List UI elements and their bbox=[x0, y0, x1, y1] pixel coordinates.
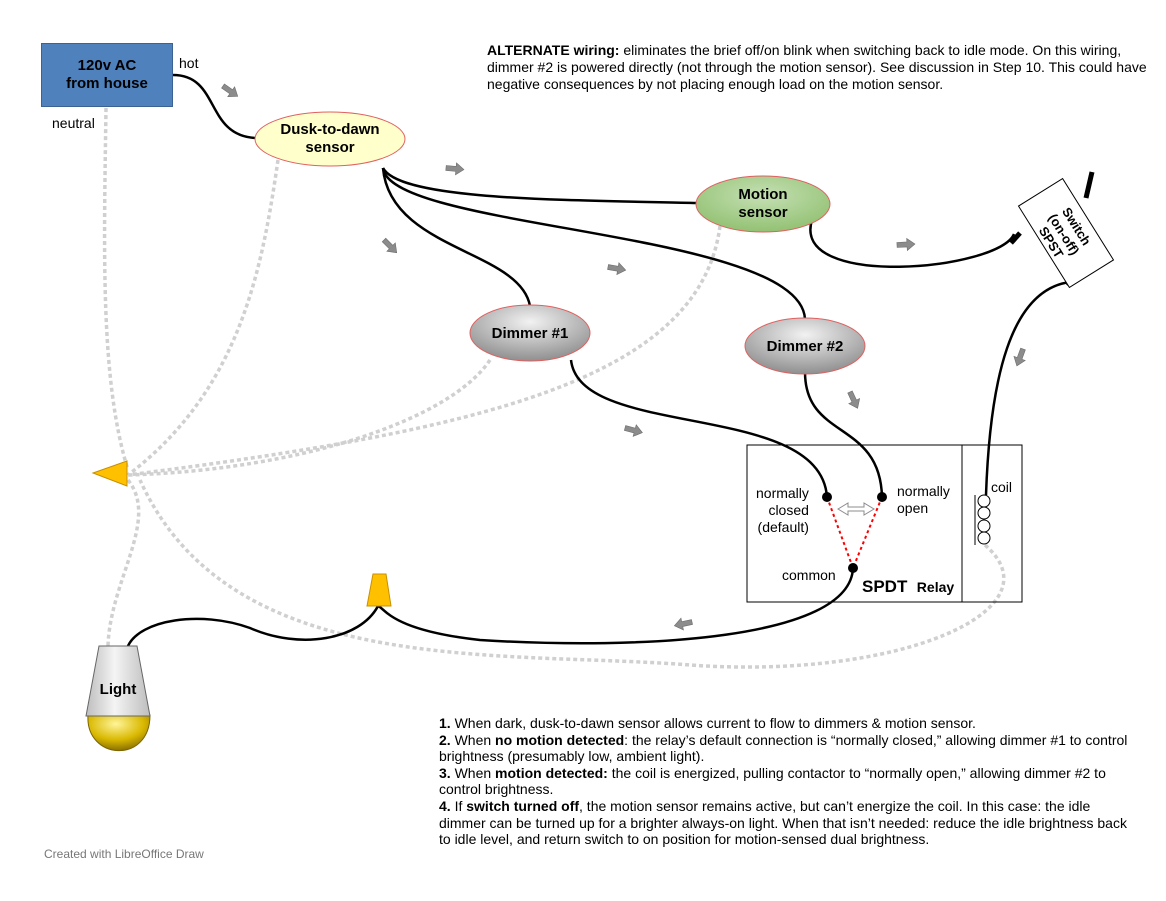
terminal-common bbox=[848, 563, 858, 573]
wire-house-to-dusk bbox=[172, 73, 256, 140]
neutral-wire-dusk bbox=[126, 159, 280, 477]
terminal-normally-open bbox=[877, 492, 887, 502]
flow-arrow bbox=[445, 161, 465, 176]
dusk-sensor-label-line2: sensor bbox=[305, 139, 354, 156]
step-number: 2. bbox=[439, 731, 451, 748]
neutral-wires bbox=[102, 107, 1006, 669]
terminal-normally-closed bbox=[822, 492, 832, 502]
no-label-line1: normally bbox=[897, 483, 950, 499]
normally-open-label: normally open bbox=[897, 483, 950, 517]
source-label-line2: from house bbox=[66, 75, 148, 92]
house-power-source: 120v AC from house bbox=[41, 43, 173, 107]
step-number: 1. bbox=[439, 715, 451, 731]
motion-sensor-label-line2: sensor bbox=[738, 204, 787, 221]
step-text: If bbox=[450, 797, 467, 814]
light-shade bbox=[85, 645, 151, 717]
neutral-wire-house bbox=[102, 107, 130, 471]
light-bulb-icon bbox=[87, 714, 151, 752]
step-number: 4. bbox=[439, 797, 451, 814]
alternate-wiring-note: ALTERNATE wiring: eliminates the brief o… bbox=[487, 42, 1147, 93]
dimmer-1-label: Dimmer #1 bbox=[492, 325, 569, 342]
relay-label: SPDT Relay bbox=[862, 577, 954, 596]
relay-label-big: SPDT bbox=[862, 577, 908, 596]
step-text: , the motion sensor remains active, but … bbox=[439, 797, 1127, 848]
dimmer-2: Dimmer #2 bbox=[744, 317, 866, 375]
credit-text: Created with LibreOffice Draw bbox=[44, 847, 204, 861]
light-fixture: Light bbox=[85, 645, 151, 752]
nc-label-line3: (default) bbox=[757, 519, 809, 535]
step-emphasis: no motion detected bbox=[495, 731, 625, 748]
flow-arrow bbox=[1010, 346, 1029, 369]
flow-arrow bbox=[219, 80, 242, 102]
step-item: 2. When no motion detected: the relay’s … bbox=[439, 732, 1139, 765]
dusk-sensor-label-line1: Dusk-to-dawn bbox=[280, 121, 379, 138]
dimmer-2-label: Dimmer #2 bbox=[767, 338, 844, 355]
contact-link-nc bbox=[826, 496, 854, 569]
note-heading: ALTERNATE wiring: bbox=[487, 42, 620, 58]
wire-dusk-to-dimmer1 bbox=[381, 167, 532, 307]
step-text: When dark, dusk-to-dawn sensor allows cu… bbox=[450, 715, 976, 731]
wire-connector-hot bbox=[366, 573, 392, 607]
note-text: eliminates the brief off/on blink when s… bbox=[487, 42, 1147, 92]
source-label: 120v AC from house bbox=[66, 57, 148, 93]
flow-arrow bbox=[672, 615, 694, 632]
motion-sensor: Motion sensor bbox=[695, 175, 831, 233]
wire-connector-neutral bbox=[91, 460, 128, 487]
nc-label-line2: closed bbox=[768, 502, 809, 518]
step-text: the coil is energized, pulling contactor… bbox=[439, 764, 1106, 798]
hot-label: hot bbox=[179, 55, 199, 71]
wire-common-to-light bbox=[126, 567, 855, 647]
common-label: common bbox=[782, 567, 836, 583]
wire-motion-to-switch bbox=[809, 219, 1016, 268]
flow-arrow bbox=[379, 235, 402, 258]
neutral-wire-light bbox=[106, 478, 141, 647]
step-number: 3. bbox=[439, 764, 451, 781]
neutral-wire-coil bbox=[138, 479, 1006, 669]
contact-link-no bbox=[852, 496, 883, 569]
step-item: 1. When dark, dusk-to-dawn sensor allows… bbox=[439, 715, 1139, 732]
wire-dusk-to-motion bbox=[381, 167, 698, 205]
no-label-line2: open bbox=[897, 500, 929, 516]
switch-terminal-top bbox=[1083, 171, 1095, 199]
spst-switch: Switch (on-off) SPST bbox=[1017, 177, 1115, 289]
neutral-label: neutral bbox=[52, 115, 95, 131]
neutral-wire-dimmer1 bbox=[127, 359, 492, 477]
switch-terminal-left bbox=[1009, 231, 1022, 245]
steps-list: 1. When dark, dusk-to-dawn sensor allows… bbox=[439, 715, 1139, 848]
dimmer-1: Dimmer #1 bbox=[469, 304, 591, 362]
step-text: : the relay’s default connection is “nor… bbox=[439, 731, 1128, 765]
double-arrow-icon bbox=[837, 502, 875, 516]
motion-sensor-label-line1: Motion bbox=[738, 186, 787, 203]
light-label: Light bbox=[100, 681, 137, 698]
flow-arrow bbox=[844, 389, 864, 412]
flow-arrow bbox=[606, 260, 628, 277]
neutral-wire-motion bbox=[127, 225, 722, 477]
step-text: When bbox=[450, 764, 496, 781]
spdt-relay: SPDT Relay bbox=[746, 444, 1023, 603]
coil-label: coil bbox=[991, 479, 1013, 495]
wire-dimmer1-to-nc bbox=[569, 359, 829, 498]
coil-icon bbox=[974, 494, 991, 545]
wire-switch-to-coil bbox=[984, 280, 1071, 496]
relay-label-small: Relay bbox=[917, 579, 955, 595]
step-text: When bbox=[450, 731, 496, 748]
normally-closed-label: normally closed (default) bbox=[756, 485, 809, 536]
flow-arrow bbox=[896, 237, 916, 252]
wire-dusk-to-dimmer2 bbox=[381, 167, 807, 320]
source-label-line1: 120v AC bbox=[77, 57, 137, 74]
flow-arrow bbox=[623, 421, 645, 439]
step-item: 3. When motion detected: the coil is ene… bbox=[439, 765, 1139, 798]
dusk-to-dawn-sensor: Dusk-to-dawn sensor bbox=[254, 111, 406, 167]
nc-label-line1: normally bbox=[756, 485, 809, 501]
wire-dimmer2-to-no bbox=[803, 371, 884, 498]
hot-wires bbox=[126, 73, 1095, 647]
step-emphasis: motion detected: bbox=[495, 764, 608, 781]
step-item: 4. If switch turned off, the motion sens… bbox=[439, 798, 1139, 848]
step-emphasis: switch turned off bbox=[466, 797, 580, 814]
